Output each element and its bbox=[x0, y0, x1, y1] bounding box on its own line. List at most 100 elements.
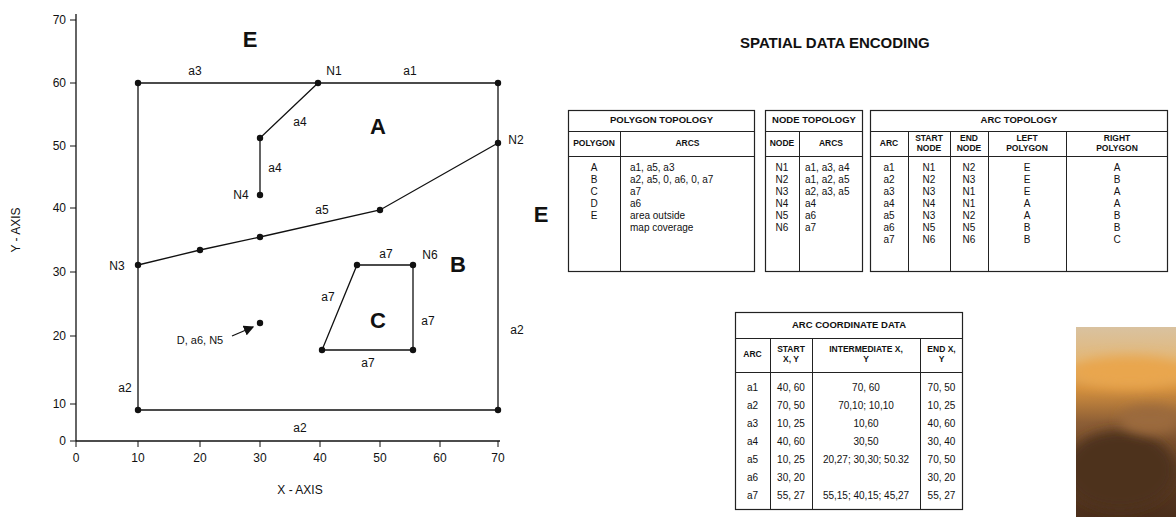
vertex-dot bbox=[135, 262, 141, 268]
point-dot bbox=[257, 320, 263, 326]
callout-arrow bbox=[232, 327, 253, 336]
table-cell: A bbox=[591, 162, 598, 174]
axis-tick bbox=[380, 441, 381, 447]
table-cell: E bbox=[591, 210, 598, 222]
vertex-dot bbox=[410, 262, 416, 268]
map-label: a7 bbox=[321, 290, 334, 304]
table-cell: N5 bbox=[963, 222, 976, 234]
topology-table: ARC TOPOLOGYARCSTART NODEEND NODELEFT PO… bbox=[870, 110, 1168, 272]
axis-tick bbox=[70, 208, 76, 209]
table-cell: B bbox=[591, 174, 598, 186]
map-label: N3 bbox=[109, 259, 124, 273]
map-label: a7 bbox=[361, 356, 374, 370]
table-rule bbox=[799, 131, 800, 272]
axis-tick-label: 10 bbox=[53, 397, 66, 411]
vertex-dot bbox=[495, 80, 501, 86]
axis-tick bbox=[70, 441, 76, 442]
table-cell: a4 bbox=[883, 198, 894, 210]
map-label: a2 bbox=[510, 323, 523, 337]
table-cell: N2 bbox=[963, 162, 976, 174]
table-cell: N4 bbox=[776, 198, 789, 210]
table-title: ARC TOPOLOGY bbox=[981, 115, 1058, 126]
photo-blur bbox=[1120, 406, 1176, 434]
table-border bbox=[766, 111, 863, 272]
axis-tick-label: 60 bbox=[53, 76, 66, 90]
table-cell: A bbox=[1024, 198, 1031, 210]
table-title: POLYGON TOPOLOGY bbox=[610, 115, 713, 126]
arc-line bbox=[138, 143, 498, 265]
table-cell: N1 bbox=[963, 198, 976, 210]
table-cell: 20,27; 30,30; 50.32 bbox=[823, 454, 909, 466]
table-cell: a7 bbox=[747, 490, 758, 502]
table-cell: a7 bbox=[630, 186, 641, 198]
table-rule bbox=[568, 131, 755, 132]
vertex-dot bbox=[354, 262, 360, 268]
topology-table: NODE TOPOLOGYNODEARCSN1a1, a3, a4N2a1, a… bbox=[765, 110, 863, 272]
table-cell: N6 bbox=[923, 234, 936, 246]
table-cell: 30, 20 bbox=[928, 472, 956, 484]
table-cell: a3 bbox=[747, 418, 758, 430]
table-title: NODE TOPOLOGY bbox=[772, 115, 856, 126]
vertex-dot bbox=[135, 80, 141, 86]
table-cell: a7 bbox=[883, 234, 894, 246]
table-rule bbox=[908, 131, 909, 272]
table-cell: N2 bbox=[776, 174, 789, 186]
photo-blur bbox=[1076, 356, 1176, 388]
table-rule bbox=[870, 131, 1168, 132]
table-rule bbox=[770, 338, 771, 510]
map-label: a5 bbox=[315, 203, 328, 217]
table-cell: N3 bbox=[923, 210, 936, 222]
table-rule bbox=[920, 338, 921, 510]
axis-tick bbox=[440, 441, 441, 447]
table-cell: 30,50 bbox=[853, 436, 878, 448]
axis-tick bbox=[70, 20, 76, 21]
axis-tick-label: 40 bbox=[53, 201, 66, 215]
page-title: SPATIAL DATA ENCODING bbox=[740, 34, 930, 52]
arc-line bbox=[260, 83, 318, 195]
map-label: E bbox=[243, 27, 258, 53]
table-cell: area outside map coverage bbox=[630, 210, 702, 233]
map-label: a7 bbox=[379, 247, 392, 261]
axis-tick-label: 50 bbox=[373, 451, 386, 465]
table-title: ARC COORDINATE DATA bbox=[792, 320, 906, 331]
table-cell: 40, 60 bbox=[928, 418, 956, 430]
vertex-dot bbox=[257, 135, 263, 141]
axis-tick bbox=[498, 441, 499, 447]
table-cell: B bbox=[1114, 174, 1121, 186]
table-cell: a5 bbox=[747, 454, 758, 466]
table-cell: a2, a5, 0, a6, 0, a7 bbox=[630, 174, 713, 186]
table-cell: 55, 27 bbox=[928, 490, 956, 502]
table-cell: 40, 60 bbox=[777, 382, 805, 394]
table-cell: a1, a5, a3 bbox=[630, 162, 674, 174]
table-border bbox=[569, 111, 755, 272]
table-cell: 55, 27 bbox=[777, 490, 805, 502]
table-cell: a7 bbox=[805, 222, 816, 234]
table-cell: 70, 50 bbox=[928, 382, 956, 394]
table-cell: A bbox=[1114, 162, 1121, 174]
column-heading: END NODE bbox=[953, 134, 985, 154]
axis-tick-label: 20 bbox=[53, 329, 66, 343]
axis-tick bbox=[70, 272, 76, 273]
axis-title: X - AXIS bbox=[277, 483, 322, 497]
map-label: N1 bbox=[326, 64, 341, 78]
table-cell: 40, 60 bbox=[777, 436, 805, 448]
table-rule bbox=[765, 131, 863, 132]
axis-tick-label: 70 bbox=[53, 13, 66, 27]
axis-title: Y - AXIS bbox=[9, 207, 23, 252]
vertex-dot bbox=[410, 347, 416, 353]
axis-tick-label: 50 bbox=[53, 139, 66, 153]
vertex-dot bbox=[315, 80, 321, 86]
table-cell: N2 bbox=[963, 210, 976, 222]
map-label: a3 bbox=[188, 64, 201, 78]
column-heading: ARCS bbox=[675, 139, 699, 149]
vertex-dot bbox=[495, 140, 501, 146]
table-cell: a1, a3, a4 bbox=[805, 162, 849, 174]
map-label: a4 bbox=[268, 161, 281, 175]
axis-tick-label: 40 bbox=[313, 451, 326, 465]
table-cell: E bbox=[1024, 162, 1031, 174]
map-label: N2 bbox=[508, 133, 523, 147]
table-cell: a4 bbox=[805, 198, 816, 210]
axis-tick bbox=[320, 441, 321, 447]
